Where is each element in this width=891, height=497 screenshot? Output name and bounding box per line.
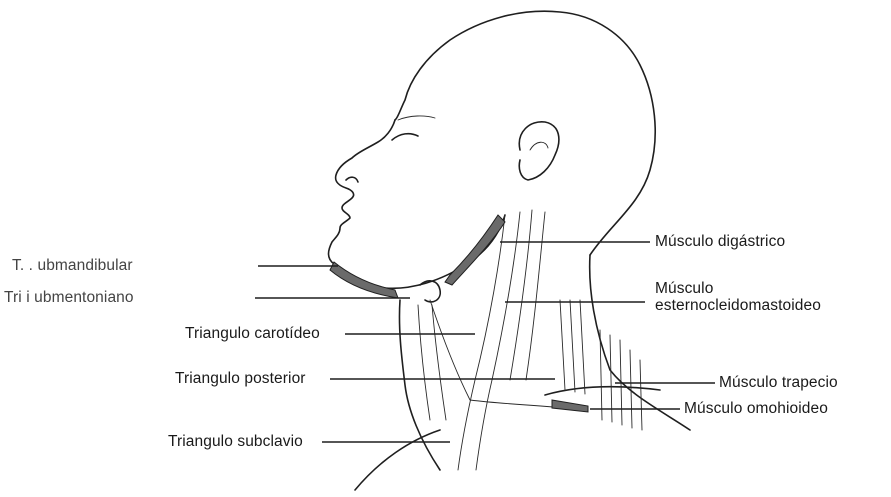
face-profile: [329, 120, 396, 264]
label-musculo-esterno-line2: esternocleidomastoideo: [655, 297, 821, 315]
trachea: [418, 305, 446, 420]
label-triangulo-subclavio: Triangulo subclavio: [168, 433, 303, 451]
eye: [392, 134, 418, 140]
label-musculo-omohioideo: Músculo omohioideo: [684, 400, 828, 418]
ear: [519, 122, 559, 180]
label-triangulo-submentoniano: Tri i ubmentoniano: [4, 289, 134, 307]
shoulder-line: [355, 387, 660, 490]
label-musculo-digastrico: Músculo digástrico: [655, 233, 785, 251]
eyebrow: [398, 116, 435, 120]
digastric-muscle: [445, 215, 505, 285]
label-triangulo-carotideo: Triangulo carotídeo: [185, 325, 320, 343]
ear-inner: [530, 142, 548, 150]
nostril: [346, 177, 358, 182]
label-musculo-esterno-line1: Músculo: [655, 280, 713, 298]
label-triangulo-submandibular: T. . ubmandibular: [12, 257, 133, 275]
head-outline: [395, 11, 655, 255]
label-triangulo-posterior: Triangulo posterior: [175, 370, 306, 388]
label-musculo-trapecio: Músculo trapecio: [719, 374, 838, 392]
trapezius-hatching: [600, 330, 642, 430]
